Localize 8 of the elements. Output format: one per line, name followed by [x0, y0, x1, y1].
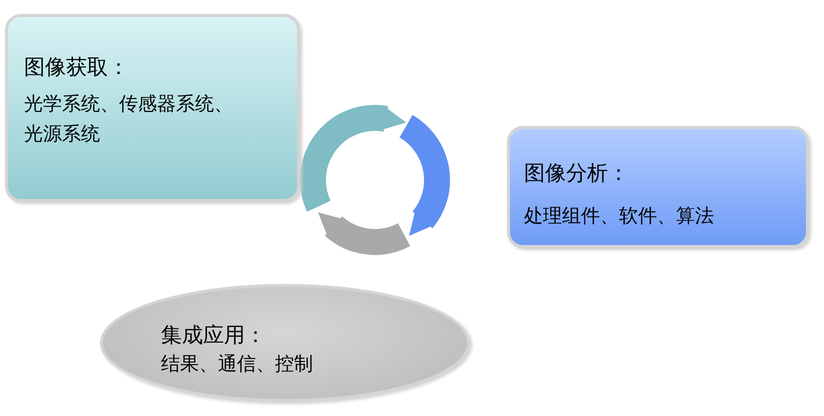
heading: 图像获取： — [24, 54, 129, 81]
description: 光学系统、传感器系统、光源系统 — [24, 92, 234, 147]
rounded-box — [5, 14, 300, 202]
description: 处理组件、软件、算法 — [524, 204, 715, 229]
rounded-box — [507, 126, 809, 248]
heading: 图像分析： — [524, 160, 629, 187]
heading: 集成应用： — [161, 322, 266, 349]
description: 结果、通信、控制 — [161, 352, 314, 377]
